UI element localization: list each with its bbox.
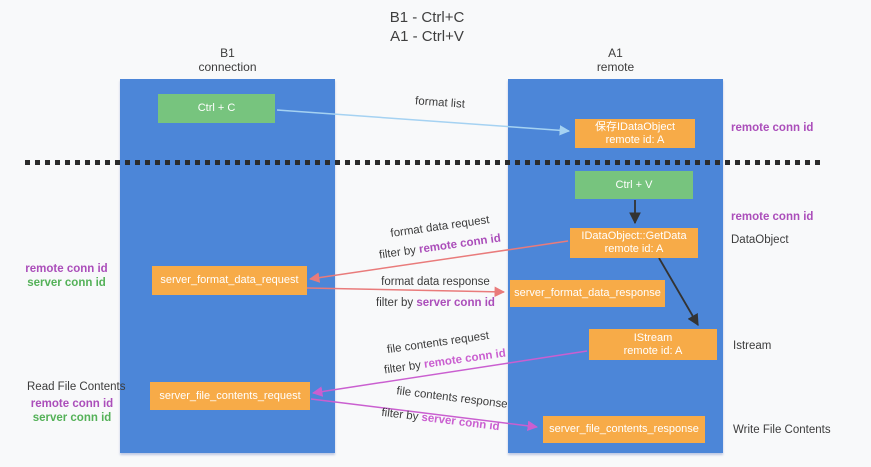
server-format-data-response-node: server_format_data_response — [510, 280, 665, 307]
format-data-response-arrow — [306, 286, 506, 298]
annotation-left-server-conn-id: server conn id — [27, 277, 106, 289]
save-dataobject-node: 保存IDataObject remote id: A — [575, 119, 695, 148]
annotation-write-file-contents: Write File Contents — [733, 424, 831, 436]
filter-by-prefix: filter by — [383, 358, 425, 377]
istream-line1: IStream — [633, 331, 673, 344]
idataobject-getdata-node: IDataObject::GetData remote id: A — [570, 228, 698, 258]
server-format-data-request-node: server_format_data_request — [152, 266, 307, 295]
title-line-a1: A1 - Ctrl+V — [390, 28, 464, 45]
annotation-remote-conn-id-mid: remote conn id — [731, 211, 814, 223]
ctrl-c-label: Ctrl + C — [197, 102, 236, 114]
idataobject-getdata-line2: remote id: A — [604, 243, 664, 255]
server-file-contents-response-label: server_file_contents_response — [549, 423, 699, 435]
ctrl-c-node: Ctrl + C — [158, 94, 275, 123]
format-list-flow-label: format list — [414, 95, 466, 111]
phase-divider-dashed-line — [25, 160, 820, 165]
save-dataobject-line2: remote id: A — [605, 133, 665, 146]
annotation-left-file-remote-conn-id: remote conn id — [30, 398, 114, 410]
filter-server-conn-id: server conn id — [420, 411, 501, 434]
server-file-contents-request-node: server_file_contents_request — [150, 382, 310, 410]
diagram-title: B1 - Ctrl+C A1 - Ctrl+V — [0, 8, 854, 46]
annotation-istream: Istream — [733, 340, 772, 352]
format-data-response-filter-label: filter by server conn id — [353, 297, 518, 309]
format-data-response-flow-label: format data response — [381, 276, 490, 288]
filter-server-conn-id: server conn id — [416, 297, 495, 309]
left-column-name: B1 — [220, 46, 235, 60]
filter-by-prefix: filter by — [380, 406, 423, 424]
right-column-subtitle: remote — [596, 60, 635, 74]
annotation-remote-conn-id-top: remote conn id — [731, 122, 814, 134]
save-dataobject-line1: 保存IDataObject — [594, 120, 676, 133]
server-file-contents-request-label: server_file_contents_request — [159, 389, 301, 402]
istream-node: IStream remote id: A — [589, 329, 717, 360]
server-format-data-request-label: server_format_data_request — [160, 274, 299, 286]
ctrl-v-node: Ctrl + V — [575, 171, 693, 199]
server-file-contents-response-node: server_file_contents_response — [543, 416, 705, 443]
right-column-header: A1 remote — [508, 46, 723, 74]
annotation-left-remote-conn-id: remote conn id — [25, 263, 108, 275]
ctrl-v-label: Ctrl + V — [615, 178, 653, 191]
server-format-data-response-label: server_format_data_response — [514, 287, 661, 299]
filter-by-prefix: filter by — [376, 297, 417, 309]
istream-line2: remote id: A — [623, 344, 683, 357]
annotation-left-file-server-conn-id: server conn id — [32, 412, 112, 424]
right-column-name: A1 — [608, 46, 623, 60]
filter-by-prefix: filter by — [378, 243, 420, 262]
left-column-subtitle: connection — [198, 60, 257, 74]
filter-remote-conn-id: remote conn id — [418, 232, 502, 256]
title-line-b1: B1 - Ctrl+C — [389, 9, 465, 26]
idataobject-getdata-line1: IDataObject::GetData — [581, 230, 687, 242]
left-column-header: B1 connection — [120, 46, 335, 74]
annotation-read-file-contents: Read File Contents — [27, 381, 126, 393]
annotation-dataobject: DataObject — [731, 234, 789, 246]
filter-remote-conn-id: remote conn id — [423, 347, 507, 371]
